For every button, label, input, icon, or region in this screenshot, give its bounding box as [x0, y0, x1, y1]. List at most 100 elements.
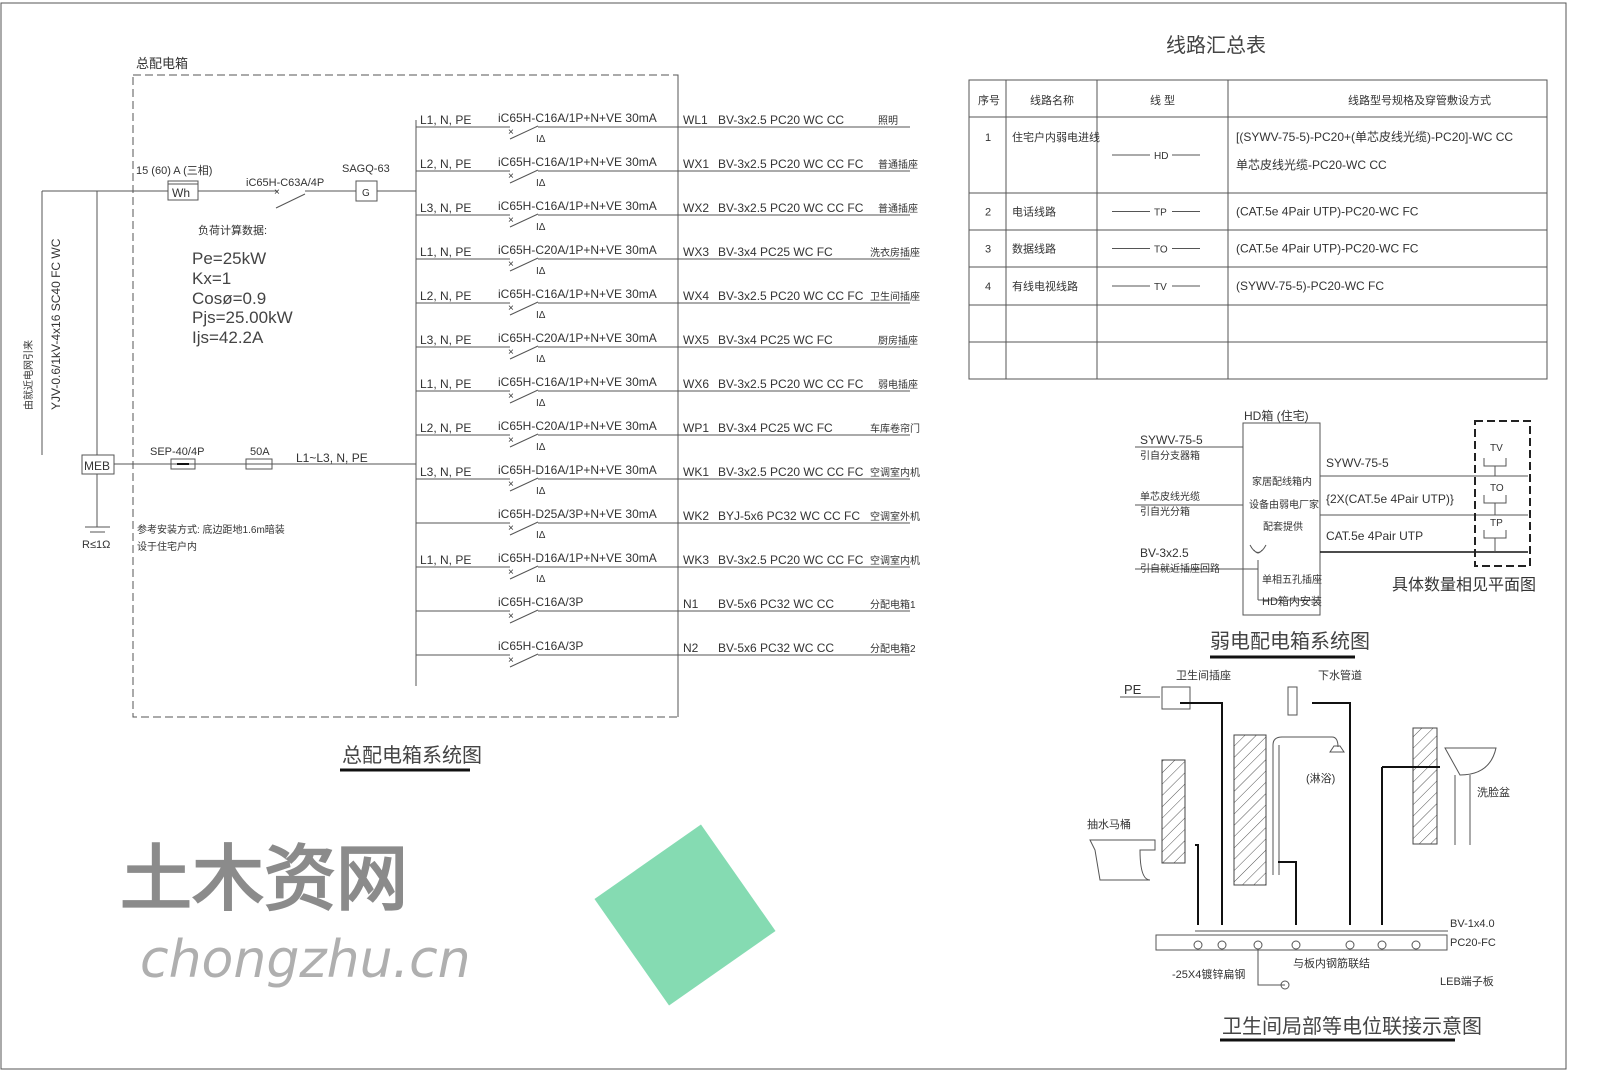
breaker-switch-icon	[509, 565, 539, 580]
circuit-cable: BYJ-5x6 PC32 WC CC FC	[718, 509, 860, 523]
pe-label: PE	[1124, 682, 1142, 697]
table-header-spec: 线路型号规格及穿管敷设方式	[1348, 93, 1491, 107]
toilet-icon	[1089, 839, 1156, 881]
hd-box	[1242, 422, 1321, 616]
circuit-id: N1	[683, 597, 699, 611]
circuit-cable: BV-3x2.5 PC20 WC CC FC	[718, 157, 864, 171]
circuit-phase: L1, N, PE	[420, 377, 471, 391]
circuit-breaker: iC65H-C20A/1P+N+VE 30mA	[498, 419, 657, 433]
breaker-x-icon: ×	[508, 611, 514, 622]
breaker-x-icon: ×	[508, 259, 514, 270]
row-spec: (SYWV-75-5)-PC20-WC FC	[1236, 279, 1384, 293]
summary-table-title: 线路汇总表	[1166, 34, 1266, 57]
fuse-icon	[245, 458, 273, 470]
circuit-use: 弱电插座	[878, 378, 918, 391]
svg-text:TV: TV	[1490, 443, 1503, 454]
out3-cable: CAT.5e 4Pair UTP	[1326, 529, 1423, 543]
install-note-1: 参考安装方式: 底边距地1.6m暗装	[137, 523, 285, 536]
circuit-cable: BV-3x2.5 PC20 WC CC FC	[718, 289, 864, 303]
spd-phases-label: L1~L3, N, PE	[296, 451, 368, 465]
breaker-x-icon: ×	[508, 567, 514, 578]
meter-label: 15 (60) A (三相)	[136, 164, 212, 177]
circuit-breaker: iC65H-D25A/3P+N+VE 30mA	[498, 507, 657, 521]
in3-source: 引自就近插座回路	[1140, 562, 1220, 575]
row-type: HD	[1154, 151, 1168, 162]
circuit-use: 普通插座	[878, 202, 918, 215]
svg-text:TO: TO	[1490, 483, 1504, 494]
drain-label: 下水管道	[1318, 668, 1362, 682]
incoming-cable-label: YJV-0.6/1kV-4x16 SC40 FC WC	[49, 238, 63, 410]
rcd-icon: IΔ	[536, 574, 546, 585]
breaker-switch-icon	[509, 521, 539, 536]
fuse-label: 50A	[250, 446, 270, 458]
breaker-switch-icon	[509, 301, 539, 316]
in2-source: 引自光分箱	[1140, 505, 1190, 518]
circuit-cable: BV-3x4 PC25 WC FC	[718, 333, 833, 347]
row-type: TO	[1154, 245, 1168, 256]
weak-current-diagram: HD箱 (住宅) SYWV-75-5 引自分支器箱 单芯皮线光缆 引自光分箱 B…	[1135, 408, 1536, 659]
weak-diagram-caption: 弱电配电箱系统图	[1210, 630, 1370, 653]
bathroom-diagram-caption: 卫生间局部等电位联接示意图	[1222, 1015, 1482, 1038]
breaker-switch-icon	[509, 433, 539, 448]
circuit-use: 车库卷帘门	[870, 422, 920, 435]
load-calc-pe: Pe=25kW	[192, 249, 266, 268]
rcd-icon: IΔ	[536, 266, 546, 277]
main-box-title: 总配电箱	[136, 56, 188, 71]
breaker-x-icon: ×	[508, 303, 514, 314]
circuit-id: WX6	[683, 377, 709, 391]
circuit-breaker: iC65H-C16A/1P+N+VE 30mA	[498, 199, 657, 213]
circuit-id: WK2	[683, 509, 709, 523]
shower-pipe-icon	[1272, 736, 1339, 875]
breaker-x-icon: ×	[508, 479, 514, 490]
bathroom-bonding-diagram: PE 卫生间插座 下水管道 (淋浴) 抽水马桶 洗脸盆 BV-1x4.0 PC2…	[1087, 668, 1510, 1042]
in2-cable: 单芯皮线光缆	[1140, 490, 1200, 503]
leb-terminal-board	[1155, 934, 1448, 951]
rcd-icon: IΔ	[536, 442, 546, 453]
circuit-use: 厨房插座	[878, 334, 918, 347]
circuit-cable: BV-5x6 PC32 WC CC	[718, 597, 834, 611]
wire-spec-2: PC20-FC	[1450, 937, 1496, 949]
rcd-icon: IΔ	[536, 310, 546, 321]
circuit-id: N2	[683, 641, 699, 655]
load-calc-pjs: Pjs=25.00kW	[192, 308, 293, 327]
wall-1	[1161, 759, 1186, 864]
rcd-icon: IΔ	[536, 178, 546, 189]
hd-box-text-3: 配套提供	[1263, 520, 1303, 533]
surge-symbol: G	[362, 188, 370, 199]
circuit-breaker: iC65H-C20A/1P+N+VE 30mA	[498, 331, 657, 345]
breaker-switch-icon	[509, 125, 539, 140]
bonding-wires	[1180, 702, 1440, 925]
breaker-switch-icon	[509, 169, 539, 184]
circuit-phase: L1, N, PE	[420, 245, 471, 259]
wire-spec-1: BV-1x4.0	[1450, 918, 1495, 930]
in1-cable: SYWV-75-5	[1140, 433, 1203, 447]
circuit-breaker: iC65H-C16A/1P+N+VE 30mA	[498, 375, 657, 389]
circuit-cable: BV-3x2.5 PC20 WC CC FC	[718, 201, 864, 215]
load-calc-kx: Kx=1	[192, 269, 231, 288]
circuit-use: 分配电箱1	[870, 598, 916, 611]
circuit-breaker: iC65H-C16A/1P+N+VE 30mA	[498, 155, 657, 169]
circuit-use: 空调室内机	[870, 466, 920, 479]
circuit-id: WK3	[683, 553, 709, 567]
circuit-id: WL1	[683, 113, 708, 127]
table-header-no: 序号	[978, 93, 1000, 107]
socket-icon	[1249, 544, 1267, 554]
incoming-source-label: 由就近电网引来	[22, 340, 35, 410]
main-breaker-switch-icon	[275, 193, 306, 209]
circuit-use: 空调室内机	[870, 554, 920, 567]
drain-pipe-icon	[1287, 686, 1298, 716]
breaker-switch-icon	[509, 653, 539, 668]
toilet-label: 抽水马桶	[1087, 817, 1131, 831]
circuit-cable: BV-3x2.5 PC20 WC CC FC	[718, 553, 864, 567]
breaker-switch-icon	[509, 213, 539, 228]
